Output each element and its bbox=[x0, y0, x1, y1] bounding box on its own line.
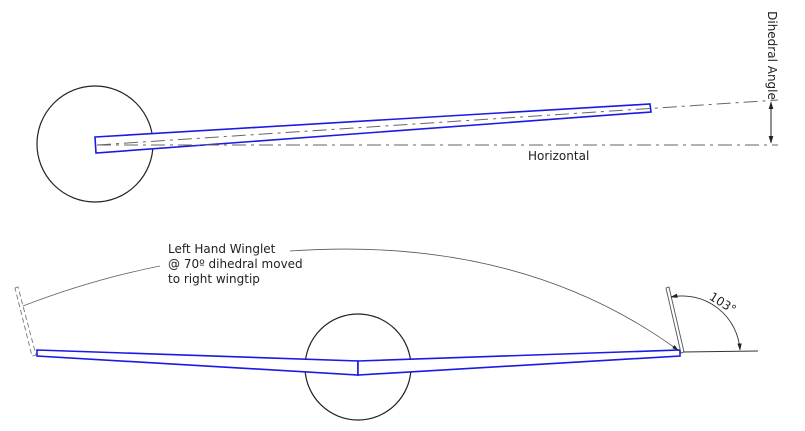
dihedral-angle-label: Dihedral Angle bbox=[764, 11, 779, 100]
winglet-note: Left Hand Winglet @ 70º dihedral moved t… bbox=[168, 242, 303, 287]
move-arrow bbox=[289, 248, 679, 351]
left-winglet-ghost bbox=[14, 286, 37, 357]
winglet-note-line-1: Left Hand Winglet bbox=[168, 242, 276, 256]
winglet-note-line-2: @ 70º dihedral moved bbox=[168, 257, 303, 271]
horizontal-label: Horizontal bbox=[528, 149, 590, 163]
winglet-note-line-3: to right wingtip bbox=[168, 272, 260, 286]
angle-baseline bbox=[682, 350, 759, 353]
note-leader-line bbox=[22, 265, 161, 307]
right-wing-front bbox=[357, 349, 681, 376]
wing-top bbox=[94, 103, 652, 154]
wing-centerline bbox=[96, 99, 779, 146]
angle-arc-103 bbox=[670, 293, 742, 351]
left-wing-front bbox=[36, 349, 359, 376]
